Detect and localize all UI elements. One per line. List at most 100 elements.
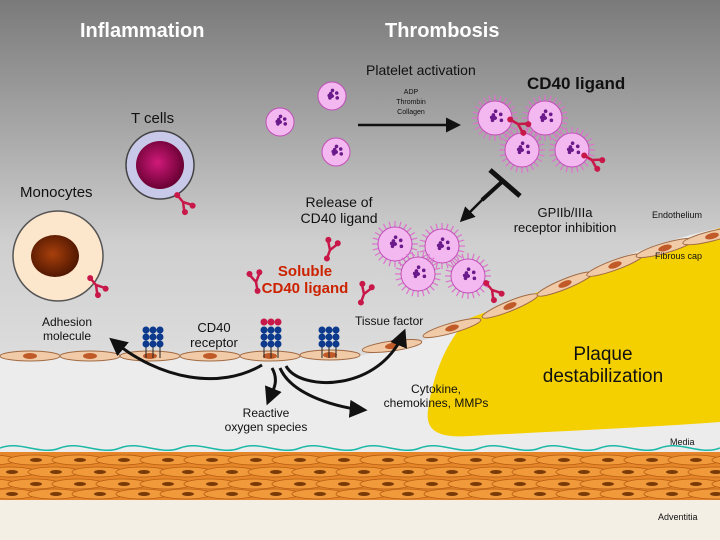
endothelial-cell <box>179 350 241 362</box>
muscle-nucleus <box>426 458 438 462</box>
muscle-nucleus <box>382 482 394 486</box>
tissue-factor-arrow <box>284 328 407 384</box>
ros-line-1: Reactive <box>242 406 290 420</box>
endothelial-cell <box>481 293 539 319</box>
adventitia-layer <box>0 500 720 540</box>
heading-inflammation: Inflammation <box>80 20 205 42</box>
muscle-nucleus <box>470 482 482 486</box>
plaque-core <box>427 228 720 437</box>
muscle-nucleus <box>30 482 42 486</box>
platelet <box>499 127 545 173</box>
adhesion-line-1: Adhesion <box>41 315 93 329</box>
muscle-nucleus <box>558 458 570 462</box>
muscle-nucleus <box>250 458 262 462</box>
cd40-ligands <box>87 116 606 306</box>
gp-line-2: receptor inhibition <box>513 219 617 235</box>
t-cells-label: T cells <box>131 110 175 127</box>
ligand-trimer <box>483 280 505 304</box>
adhesion-line-2: molecule <box>42 328 92 343</box>
muscle-nucleus <box>118 482 130 486</box>
muscle-nucleus <box>514 482 526 486</box>
platelet <box>372 221 418 267</box>
cd40-line-2: receptor <box>190 334 238 350</box>
endothelial-cell <box>299 349 361 361</box>
release-line-1: Release of <box>305 194 373 210</box>
cd40-line-1: CD40 <box>197 320 231 335</box>
muscle-nucleus <box>6 470 18 474</box>
release-line-2: CD40 ligand <box>300 210 378 227</box>
muscle-nucleus <box>74 458 86 462</box>
muscle-nucleus <box>138 492 150 496</box>
muscle-nucleus <box>490 470 502 474</box>
ros-arrow <box>264 367 282 406</box>
muscle-nucleus <box>162 482 174 486</box>
platelet <box>419 223 465 269</box>
muscle-nucleus <box>206 458 218 462</box>
elastic-lamina <box>0 444 720 452</box>
endothelial-cell <box>239 350 301 362</box>
adventitia-label: Adventitia <box>658 512 698 522</box>
inhibition-bar <box>488 168 522 198</box>
muscle-nucleus <box>182 492 194 496</box>
muscle-nucleus <box>602 482 614 486</box>
adhesion-molecule-label: Adhesion molecule <box>34 315 100 344</box>
adhesion-arrow <box>109 337 263 381</box>
release-arrow <box>459 195 487 223</box>
agonists-list: ADP Thrombin Collagen <box>384 88 438 118</box>
endothelial-cell <box>0 350 61 362</box>
cytokine-label: Cytokine, chemokines, MMPs <box>380 382 492 411</box>
ligand-trimer <box>581 152 606 172</box>
muscle-nucleus <box>602 458 614 462</box>
cyto-line-2: chemokines, MMPs <box>383 395 489 410</box>
platelet <box>472 95 518 141</box>
t-cell <box>125 130 195 200</box>
plaque-line-1: Plaque <box>573 344 633 365</box>
muscle-nucleus <box>182 470 194 474</box>
muscle-nucleus <box>358 470 370 474</box>
muscle-nucleus <box>226 470 238 474</box>
muscle-nucleus <box>162 458 174 462</box>
agonist-thrombin: Thrombin <box>396 99 426 106</box>
muscle-nucleus <box>534 470 546 474</box>
muscle-nucleus <box>226 492 238 496</box>
gp-line-1: GPIIb/IIIa <box>537 205 593 220</box>
plaque-line-2: destabilization <box>542 365 664 387</box>
muscle-nucleus <box>622 470 634 474</box>
cd40-ligand-title: CD40 ligand <box>527 74 626 93</box>
muscle-nucleus <box>710 470 720 474</box>
soluble-line-2: CD40 ligand <box>261 280 349 298</box>
agonist-collagen: Collagen <box>397 109 425 116</box>
muscle-nucleus <box>446 492 458 496</box>
endothelial-cell <box>422 317 482 339</box>
muscle-nucleus <box>250 482 262 486</box>
muscle-nucleus <box>338 458 350 462</box>
muscle-nucleus <box>578 492 590 496</box>
muscle-nucleus <box>94 470 106 474</box>
ligand-trimer <box>357 280 375 306</box>
heading-thrombosis: Thrombosis <box>385 20 500 42</box>
muscle-nucleus <box>710 492 720 496</box>
ros-label: Reactive oxygen species <box>222 406 310 435</box>
release-label: Release of CD40 ligand <box>294 194 384 226</box>
muscle-nucleus <box>690 482 702 486</box>
endothelial-cell <box>682 226 720 246</box>
soluble-cd40-label: Soluble CD40 ligand <box>254 263 356 298</box>
muscle-nucleus <box>358 492 370 496</box>
muscle-nucleus <box>94 492 106 496</box>
muscle-nucleus <box>294 482 306 486</box>
gp-inhibition-label: GPIIb/IIIa receptor inhibition <box>506 205 624 236</box>
muscle-nucleus <box>470 458 482 462</box>
muscle-nucleus <box>294 458 306 462</box>
cytokine-arrow <box>278 367 368 418</box>
muscle-nucleus <box>446 470 458 474</box>
muscle-cell <box>687 488 720 500</box>
muscle-cell <box>711 479 720 489</box>
media-label: Media <box>670 437 695 447</box>
endothelium-label: Endothelium <box>652 210 703 220</box>
muscle-nucleus <box>30 458 42 462</box>
muscle-nucleus <box>534 492 546 496</box>
platelet <box>317 81 347 111</box>
muscle-nucleus <box>338 482 350 486</box>
